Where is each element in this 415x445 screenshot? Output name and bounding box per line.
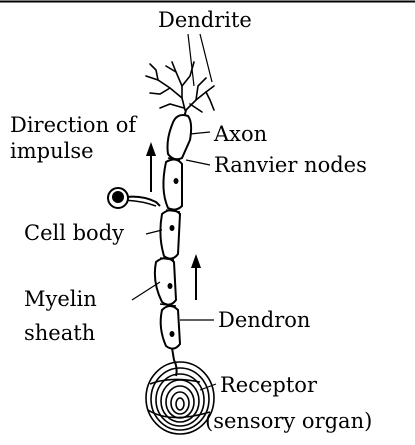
label-cell-body: Cell body bbox=[24, 221, 124, 245]
label-sheath: sheath bbox=[24, 321, 95, 345]
label-myelin: Myelin bbox=[24, 287, 97, 311]
label-sensory-organ: (sensory organ) bbox=[205, 409, 372, 433]
label-dendrite: Dendrite bbox=[158, 8, 252, 32]
label-ranvier-nodes: Ranvier nodes bbox=[214, 153, 367, 177]
impulse-arrow-lower bbox=[191, 254, 201, 300]
label-axon: Axon bbox=[213, 122, 267, 146]
impulse-arrow-upper bbox=[146, 142, 156, 192]
receptor-organ bbox=[146, 362, 214, 434]
myelin-sheath-segments bbox=[155, 115, 191, 349]
label-impulse: impulse bbox=[10, 139, 94, 163]
cell-body bbox=[108, 188, 160, 208]
dendrite-branches bbox=[146, 62, 214, 112]
label-direction-of: Direction of bbox=[10, 113, 138, 137]
label-receptor: Receptor bbox=[220, 373, 318, 397]
label-dendron: Dendron bbox=[218, 308, 310, 332]
